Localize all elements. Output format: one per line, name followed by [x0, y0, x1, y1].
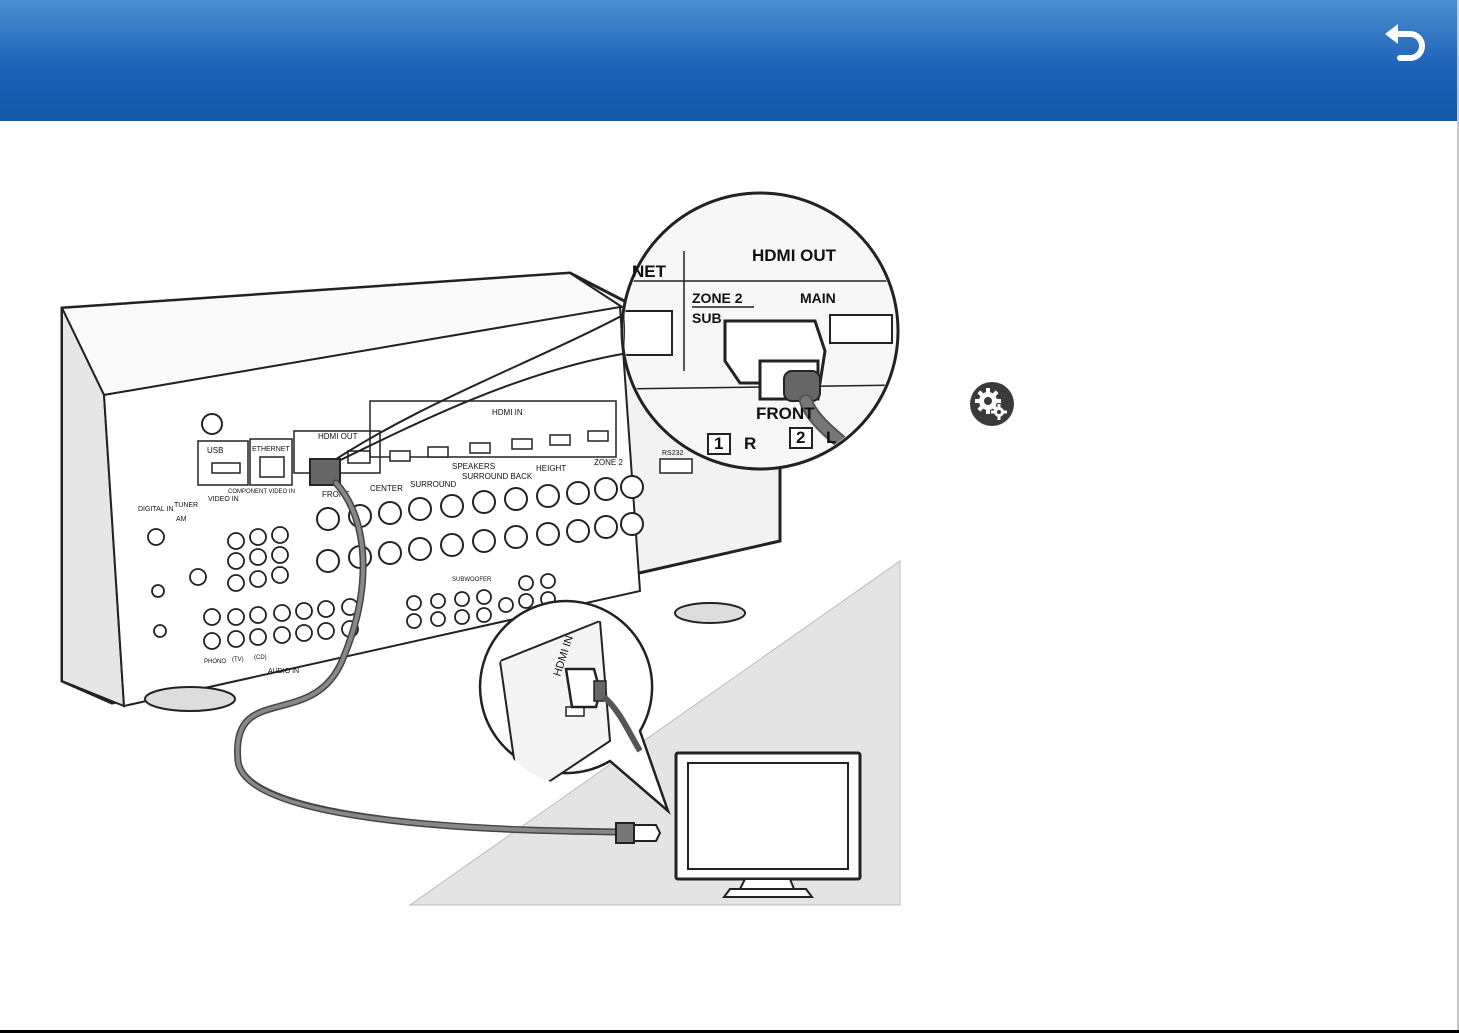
zoom-hdmi-out-label: HDMI OUT	[752, 246, 837, 265]
zone2-speaker-label: ZONE 2	[594, 458, 623, 467]
connection-diagram: USB ETHERNET HDMI OUT HDMI IN SPEAKERS F…	[0, 121, 910, 921]
height-label: HEIGHT	[536, 464, 566, 473]
zoom-net-label: NET	[632, 262, 667, 281]
video-in-label: VIDEO IN	[208, 496, 239, 503]
subwoofer-label: SUBWOOFER	[452, 577, 492, 583]
zoom-sub-label: SUB	[692, 310, 722, 326]
digital-in-label: DIGITAL IN	[138, 506, 173, 513]
component-label: COMPONENT VIDEO IN	[228, 489, 295, 495]
zoom-num1-label: 1	[714, 434, 723, 453]
tv-illustration	[676, 753, 860, 897]
hdmi-plug-tv-end	[616, 823, 660, 843]
phono-label: PHONO	[204, 659, 226, 665]
zoom-r-label: R	[744, 434, 756, 453]
tv-label: (TV)	[232, 657, 244, 663]
center-label: CENTER	[370, 484, 403, 493]
zoom-callout-hdmi-in: HDMI IN	[480, 601, 668, 811]
hdmi-out-label: HDMI OUT	[318, 432, 358, 441]
cd-label: (CD)	[254, 655, 267, 661]
zoom-zone2-label: ZONE 2	[692, 290, 743, 306]
back-button[interactable]	[1382, 20, 1434, 68]
zoom-main-label: MAIN	[800, 290, 836, 306]
speakers-label: SPEAKERS	[452, 462, 495, 471]
gear-icon	[968, 380, 1016, 428]
hdmi-in-label: HDMI IN	[492, 408, 523, 417]
back-arrow-icon	[1382, 20, 1434, 68]
ethernet-label: ETHERNET	[252, 446, 290, 453]
tuner-label: TUNER	[174, 502, 198, 509]
header-bar	[0, 0, 1457, 121]
surround-back-label: SURROUND BACK	[462, 472, 533, 481]
settings-link[interactable]	[968, 380, 1016, 428]
zoom-front-label: FRONT	[756, 404, 815, 423]
audio-in-label: AUDIO IN	[268, 668, 299, 675]
zoom-l-label: L	[826, 428, 836, 447]
am-label: AM	[176, 516, 187, 523]
rs232-label: RS232	[662, 450, 684, 457]
zoom-num2-label: 2	[796, 428, 805, 447]
usb-label: USB	[207, 446, 223, 455]
surround-label: SURROUND	[410, 480, 456, 489]
